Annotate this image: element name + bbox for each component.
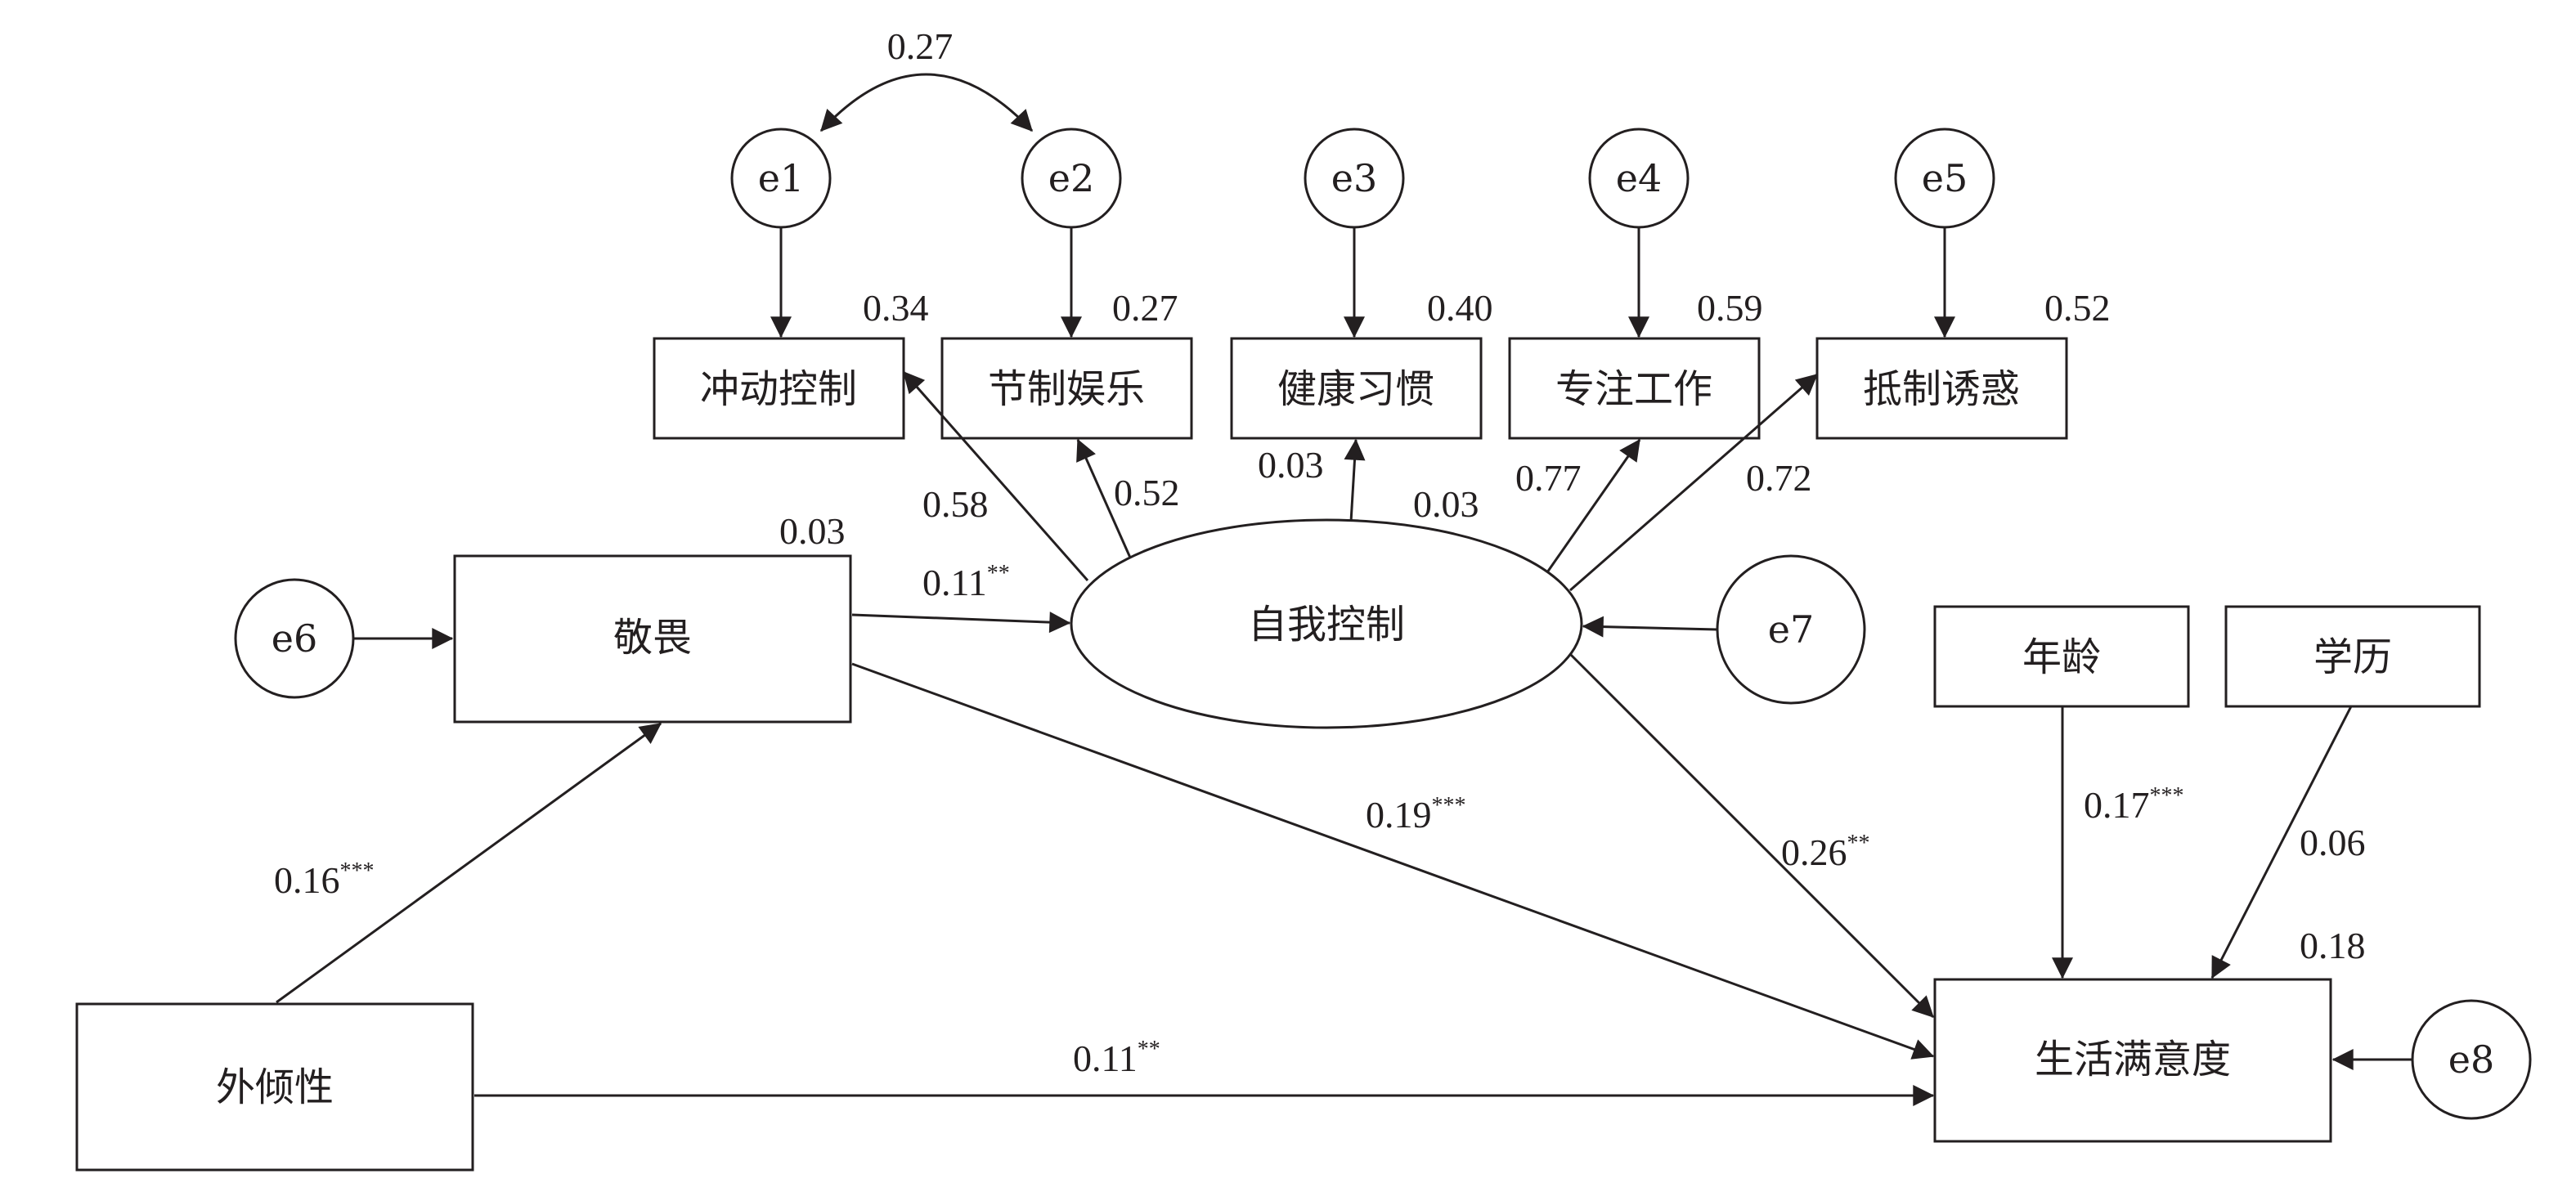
r2-awe-label: 0.03	[779, 510, 846, 552]
r2-health-label: 0.40	[1427, 287, 1493, 329]
extraversion-label: 外倾性	[216, 1064, 334, 1110]
loading-impulse-label: 0.58	[922, 483, 989, 525]
error-e2-label: e2	[1048, 156, 1095, 200]
indicator-focus-work: 专注工作	[1508, 337, 1761, 440]
focus-work-label: 专注工作	[1555, 366, 1712, 412]
error-e8-label: e8	[2448, 1037, 2495, 1082]
r2-life-satisfaction-label: 0.18	[2300, 925, 2366, 966]
path-arrow-awe-life-satisfaction	[851, 662, 1935, 1060]
loading-resist-label: 0.72	[1746, 457, 1812, 499]
covariance-e1-e2-arc	[819, 73, 1034, 132]
path-arrow-self-control-life-satisfaction	[1568, 652, 1935, 1019]
path-arrow-education-life-satisfaction	[2210, 706, 2353, 979]
path-education-life-satisfaction-label: 0.06	[2300, 822, 2366, 863]
path-awe-life-satisfaction-value: 0.19	[1366, 794, 1432, 836]
path-arrow-extraversion-awe	[276, 722, 662, 1004]
r2-resist-label: 0.52	[2044, 287, 2111, 329]
self-control-label: 自我控制	[1248, 602, 1405, 648]
error-e2: e2	[1021, 128, 1122, 229]
error-e4: e4	[1588, 128, 1690, 229]
latent-self-control: 自我控制	[1070, 518, 1583, 729]
loading-health-label: 0.03	[1258, 444, 1324, 486]
error-e1: e1	[730, 128, 832, 229]
education-label: 学历	[2313, 634, 2392, 680]
node-life-satisfaction: 生活满意度	[1933, 978, 2332, 1143]
resist-temptation-label: 抵制诱惑	[1863, 366, 2020, 412]
error-e7-label: e7	[1768, 607, 1815, 652]
r2-impulse-label: 0.34	[863, 287, 929, 329]
cov-e1-e2-label: 0.27	[887, 25, 954, 67]
loading-arrow-resist	[1569, 373, 1818, 592]
path-awe-life-satisfaction-sig: ***	[1432, 793, 1466, 818]
r2-focus-label: 0.59	[1697, 287, 1763, 329]
path-self-control-life-satisfaction-value: 0.26	[1781, 831, 1847, 873]
node-extraversion: 外倾性	[75, 1002, 474, 1172]
awe-label: 敬畏	[613, 615, 692, 661]
error-e3-label: e3	[1331, 156, 1378, 200]
indicator-moderate-entertainment: 节制娱乐	[940, 337, 1193, 440]
loading-arrow-impulse	[902, 371, 1089, 581]
loading-arrow-health	[1344, 438, 1366, 522]
indicator-impulse-control: 冲动控制	[653, 337, 905, 440]
loading-focus-label: 0.77	[1515, 457, 1582, 499]
path-arrow-awe-self-control	[851, 612, 1071, 634]
path-extraversion-awe-sig: ***	[340, 858, 375, 884]
loading-arrow-focus	[1546, 438, 1641, 573]
moderate-entertainment-label: 节制娱乐	[988, 366, 1145, 412]
r2-self-control-label: 0.03	[1413, 483, 1479, 525]
path-awe-self-control-label: 0.11**	[922, 561, 1010, 603]
error-e3: e3	[1304, 128, 1405, 229]
path-extraversion-life-satisfaction-value: 0.11	[1073, 1037, 1138, 1079]
path-self-control-life-satisfaction-label: 0.26**	[1781, 831, 1870, 873]
error-e8: e8	[2411, 999, 2532, 1120]
loading-arrow-entertainment	[1076, 438, 1132, 558]
loading-entertainment-label: 0.52	[1114, 472, 1180, 513]
error-e7: e7	[1716, 554, 1866, 705]
node-education: 学历	[2224, 605, 2481, 708]
path-self-control-life-satisfaction-sig: **	[1847, 831, 1870, 856]
error-e6: e6	[234, 578, 355, 699]
node-age: 年龄	[1933, 605, 2190, 708]
error-e4-label: e4	[1616, 156, 1663, 200]
path-extraversion-awe-value: 0.16	[274, 859, 340, 901]
path-age-life-satisfaction-value: 0.17	[2084, 784, 2150, 826]
path-extraversion-life-satisfaction-sig: **	[1138, 1037, 1160, 1062]
path-age-life-satisfaction-label: 0.17***	[2084, 783, 2184, 826]
path-awe-life-satisfaction-label: 0.19***	[1366, 793, 1466, 836]
error-e6-label: e6	[272, 616, 318, 661]
error-e5-label: e5	[1922, 156, 1968, 200]
r2-entertainment-label: 0.27	[1112, 287, 1178, 329]
life-satisfaction-label: 生活满意度	[2035, 1037, 2231, 1082]
indicator-healthy-habits: 健康习惯	[1230, 337, 1483, 440]
impulse-control-label: 冲动控制	[700, 366, 857, 412]
indicator-resist-temptation: 抵制诱惑	[1815, 337, 2068, 440]
path-age-life-satisfaction-sig: ***	[2150, 783, 2184, 809]
error-e1-label: e1	[758, 156, 805, 200]
healthy-habits-label: 健康习惯	[1277, 366, 1434, 412]
path-awe-self-control-sig: **	[987, 561, 1010, 586]
path-awe-self-control-value: 0.11	[922, 562, 987, 603]
path-extraversion-life-satisfaction-label: 0.11**	[1073, 1037, 1160, 1079]
path-extraversion-awe-label: 0.16***	[274, 858, 375, 901]
node-awe: 敬畏	[453, 554, 852, 724]
error-e5: e5	[1894, 128, 1995, 229]
arrow-e7-self-control	[1582, 616, 1718, 638]
age-label: 年龄	[2022, 634, 2101, 680]
